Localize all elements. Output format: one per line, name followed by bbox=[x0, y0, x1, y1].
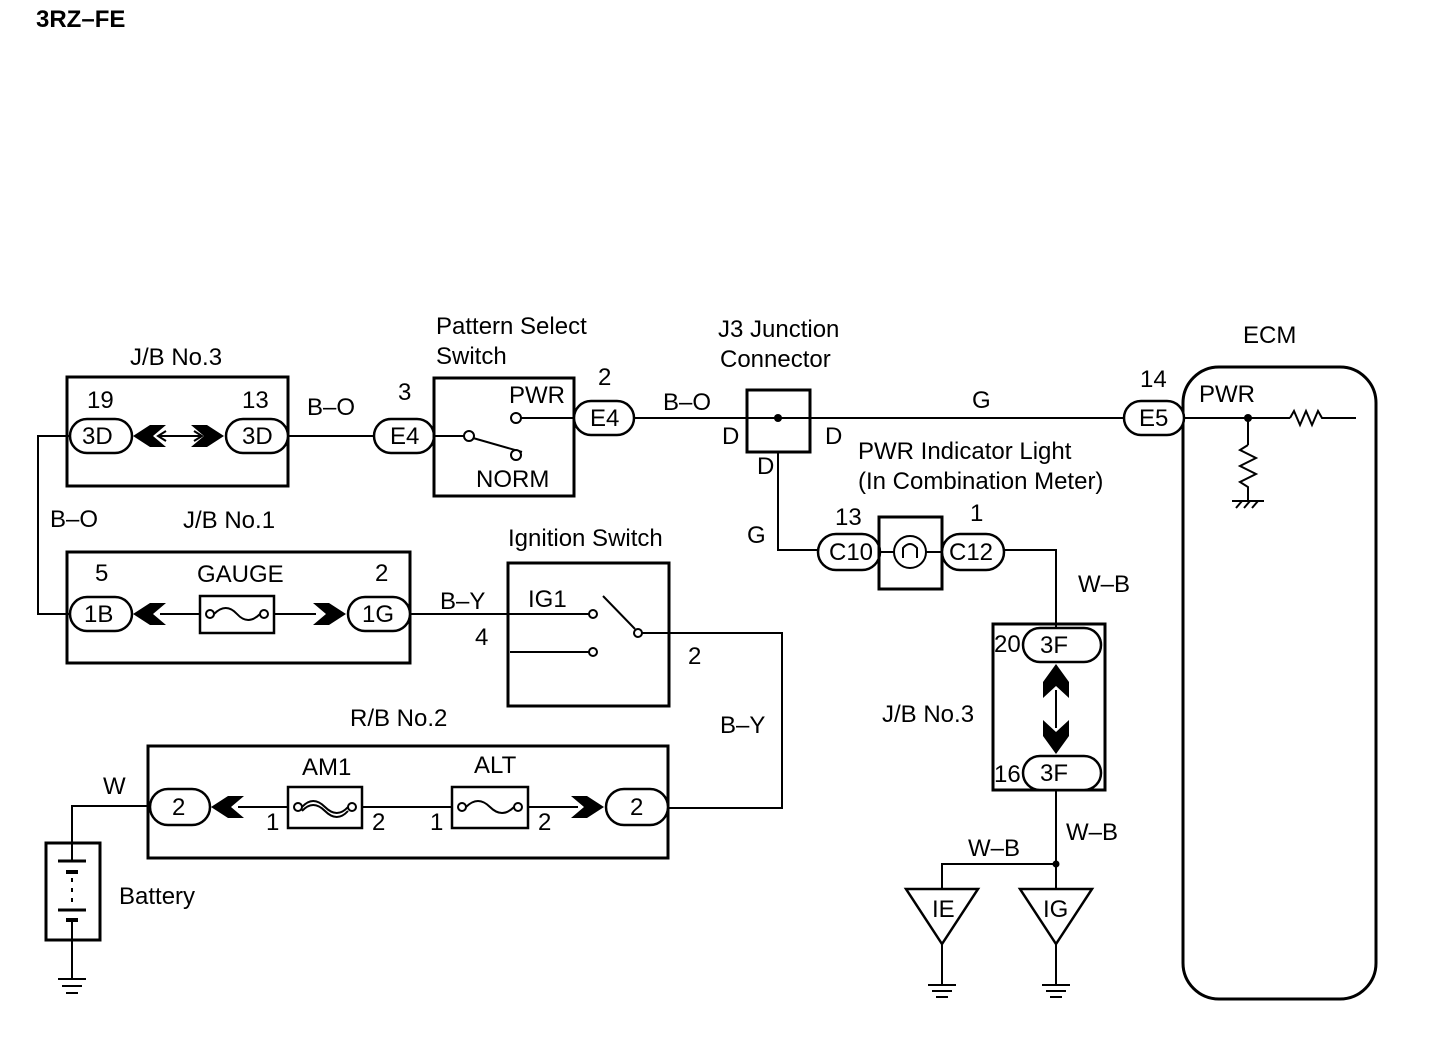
rb2-conn-right: 2 bbox=[630, 794, 643, 821]
jb1-conn-right: 1G bbox=[362, 601, 394, 628]
pattern-switch-label-1: Pattern Select bbox=[436, 313, 587, 340]
indicator-conn-right: C12 bbox=[949, 539, 993, 566]
j3-pin-left: D bbox=[722, 423, 739, 450]
ignition-pin-in: 4 bbox=[475, 624, 488, 651]
jb3-bottom-conn-bottom: 3F bbox=[1040, 760, 1068, 787]
jb1-pin-left: 5 bbox=[95, 560, 108, 587]
pattern-select-switch: Pattern Select Switch 3 2 E4 E4 PWR NORM bbox=[372, 313, 636, 498]
wires bbox=[37, 417, 1124, 985]
ecm-conn: E5 bbox=[1139, 405, 1168, 432]
ignition-pin-out: 2 bbox=[688, 643, 701, 670]
wire-label-wb-2: W–B bbox=[1066, 819, 1118, 846]
ignition-label: Ignition Switch bbox=[508, 525, 663, 552]
jb3-bottom-conn-top: 3F bbox=[1040, 632, 1068, 659]
pattern-switch-label-2: Switch bbox=[436, 343, 507, 370]
jb3-top-block: J/B No.3 19 13 3D 3D bbox=[65, 344, 290, 488]
wire-label-bo-2: B–O bbox=[663, 389, 711, 416]
pwr-indicator-light: PWR Indicator Light (In Combination Mete… bbox=[816, 438, 1103, 591]
jb3-top-pin-left: 19 bbox=[87, 387, 114, 414]
ground-ie: IE bbox=[903, 887, 981, 998]
wire-label-w-1: W bbox=[103, 773, 126, 800]
jb1-label: J/B No.1 bbox=[183, 507, 275, 534]
wire-label-g-2: G bbox=[747, 522, 766, 549]
wire-label-bo-1: B–O bbox=[307, 394, 355, 421]
pattern-switch-conn-out: E4 bbox=[590, 405, 619, 432]
jb3-bottom-block: J/B No.3 20 16 3F 3F bbox=[882, 622, 1107, 792]
diagram-title: 3RZ–FE bbox=[36, 6, 125, 33]
indicator-label-2: (In Combination Meter) bbox=[858, 468, 1103, 495]
j3-label-1: J3 Junction bbox=[718, 316, 839, 343]
rb2-fuse1-pin-left: 1 bbox=[266, 809, 279, 836]
jb1-fuse-label: GAUGE bbox=[197, 561, 284, 588]
pattern-switch-pin-out: 2 bbox=[598, 364, 611, 391]
indicator-pin-left: 13 bbox=[835, 504, 862, 531]
wire-label-wb-1: W–B bbox=[1078, 571, 1130, 598]
pattern-switch-pin-in: 3 bbox=[398, 379, 411, 406]
ecm-pin: 14 bbox=[1140, 366, 1167, 393]
wire-label-wb-3: W–B bbox=[968, 835, 1020, 862]
ecm: ECM 14 E5 PWR bbox=[1122, 322, 1378, 1001]
rb2-fuse2-pin-left: 1 bbox=[430, 809, 443, 836]
indicator-pin-right: 1 bbox=[970, 500, 983, 527]
rb2-fuse2-label: ALT bbox=[474, 752, 517, 779]
wire-label-bo-3: B–O bbox=[50, 506, 98, 533]
jb3-top-pin-right: 13 bbox=[242, 387, 269, 414]
j3-label-2: Connector bbox=[720, 346, 831, 373]
indicator-conn-left: C10 bbox=[829, 539, 873, 566]
j3-pin-right: D bbox=[825, 423, 842, 450]
indicator-label-1: PWR Indicator Light bbox=[858, 438, 1072, 465]
j3-pin-bottom: D bbox=[757, 453, 774, 480]
rb2-block: R/B No.2 2 2 AM1 1 2 ALT 1 2 bbox=[146, 705, 670, 860]
ground-ig-label: IG bbox=[1043, 896, 1068, 923]
pattern-switch-norm: NORM bbox=[476, 466, 549, 493]
jb1-pin-right: 2 bbox=[375, 560, 388, 587]
wire-label-by-2: B–Y bbox=[720, 712, 765, 739]
jb3-bottom-pin-top: 20 bbox=[994, 631, 1021, 658]
battery: Battery bbox=[44, 841, 195, 994]
jb3-bottom-pin-bottom: 16 bbox=[994, 761, 1021, 788]
j3-junction-connector: J3 Junction Connector D D D bbox=[718, 316, 842, 480]
ignition-terminal: IG1 bbox=[528, 586, 567, 613]
wire-label-by-1: B–Y bbox=[440, 588, 485, 615]
rb2-fuse2-pin-right: 2 bbox=[538, 809, 551, 836]
jb3-top-conn-left: 3D bbox=[82, 423, 113, 450]
ecm-terminal: PWR bbox=[1199, 381, 1255, 408]
jb3-bottom-label: J/B No.3 bbox=[882, 701, 974, 728]
ground-ig: IG bbox=[1017, 887, 1095, 998]
rb2-label: R/B No.2 bbox=[350, 705, 447, 732]
pattern-switch-conn-in: E4 bbox=[390, 423, 419, 450]
pattern-switch-pwr: PWR bbox=[509, 382, 565, 409]
rb2-conn-left: 2 bbox=[172, 794, 185, 821]
jb1-block: J/B No.1 5 2 GAUGE 1B 1G bbox=[65, 507, 412, 665]
jb3-top-conn-right: 3D bbox=[242, 423, 273, 450]
jb3-top-label: J/B No.3 bbox=[130, 344, 222, 371]
wire-label-g-1: G bbox=[972, 387, 991, 414]
rb2-fuse1-label: AM1 bbox=[302, 754, 351, 781]
ground-ie-label: IE bbox=[932, 896, 955, 923]
jb1-conn-left: 1B bbox=[84, 601, 113, 628]
battery-label: Battery bbox=[119, 883, 195, 910]
rb2-fuse1-pin-right: 2 bbox=[372, 809, 385, 836]
ecm-label: ECM bbox=[1243, 322, 1296, 349]
ignition-switch: Ignition Switch IG1 4 2 bbox=[475, 525, 701, 708]
